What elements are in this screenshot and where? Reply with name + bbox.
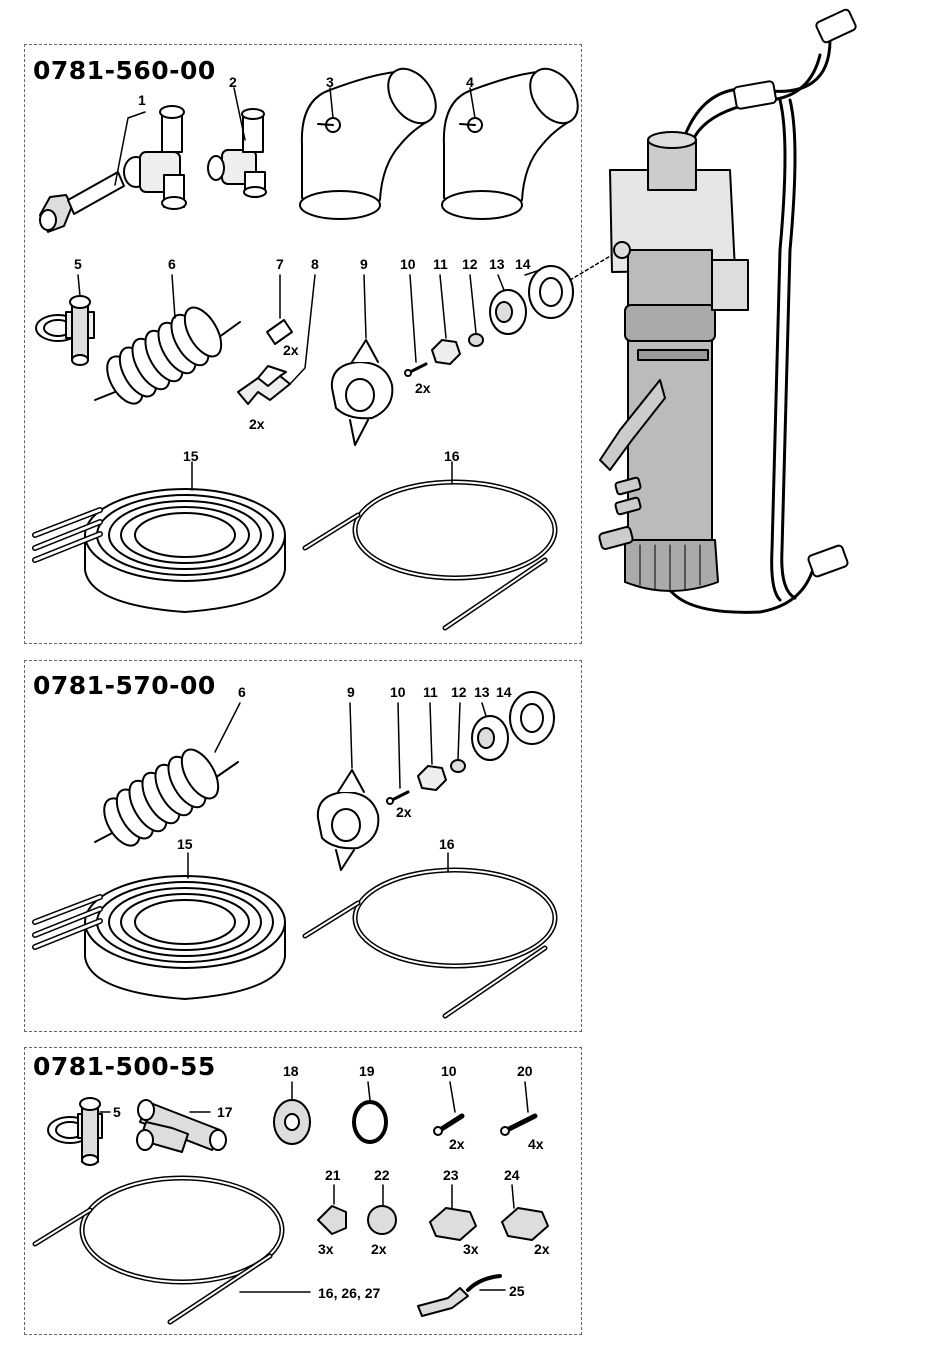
- quantity-label: 2x: [449, 1136, 465, 1152]
- part-label: 3: [326, 74, 334, 90]
- part-label: 6: [238, 684, 246, 700]
- kit-box: [24, 1047, 582, 1335]
- part-label: 25: [509, 1283, 525, 1299]
- quantity-label: 2x: [371, 1241, 387, 1257]
- part-label: 12: [462, 256, 478, 272]
- quantity-label: 2x: [283, 342, 299, 358]
- part-label: 16, 26, 27: [318, 1285, 380, 1301]
- part-label: 10: [390, 684, 406, 700]
- part-label: 5: [113, 1104, 121, 1120]
- part-label: 21: [325, 1167, 341, 1183]
- part-label: 12: [451, 684, 467, 700]
- part-label: 11: [423, 684, 438, 700]
- part-label: 9: [347, 684, 355, 700]
- part-label: 15: [177, 836, 193, 852]
- quantity-label: 2x: [396, 804, 412, 820]
- quantity-label: 3x: [318, 1241, 334, 1257]
- part-label: 16: [439, 836, 455, 852]
- part-label: 7: [276, 256, 284, 272]
- part-label: 10: [441, 1063, 457, 1079]
- part-label: 9: [360, 256, 368, 272]
- part-label: 8: [311, 256, 319, 272]
- part-label: 24: [504, 1167, 520, 1183]
- kit-code: 0781-560-00: [33, 56, 216, 85]
- part-label: 19: [359, 1063, 375, 1079]
- part-label: 10: [400, 256, 416, 272]
- part-label: 11: [433, 256, 448, 272]
- kit-box: [24, 660, 582, 1032]
- part-label: 22: [374, 1167, 390, 1183]
- part-label: 6: [168, 256, 176, 272]
- part-label: 13: [474, 684, 490, 700]
- part-label: 23: [443, 1167, 459, 1183]
- kit-box: [24, 44, 582, 644]
- part-label: 17: [217, 1104, 233, 1120]
- part-label: 20: [517, 1063, 533, 1079]
- part-label: 15: [183, 448, 199, 464]
- part-label: 18: [283, 1063, 299, 1079]
- part-label: 1: [138, 92, 146, 108]
- part-label: 13: [489, 256, 505, 272]
- kit-code: 0781-570-00: [33, 671, 216, 700]
- part-label: 16: [444, 448, 460, 464]
- quantity-label: 2x: [415, 380, 431, 396]
- quantity-label: 2x: [249, 416, 265, 432]
- part-label: 2: [229, 74, 237, 90]
- fuel-pump-icon: [570, 8, 857, 612]
- quantity-label: 3x: [463, 1241, 479, 1257]
- part-label: 5: [74, 256, 82, 272]
- part-label: 14: [496, 684, 512, 700]
- part-label: 14: [515, 256, 531, 272]
- part-label: 4: [466, 74, 474, 90]
- kit-code: 0781-500-55: [33, 1052, 216, 1081]
- quantity-label: 2x: [534, 1241, 550, 1257]
- quantity-label: 4x: [528, 1136, 544, 1152]
